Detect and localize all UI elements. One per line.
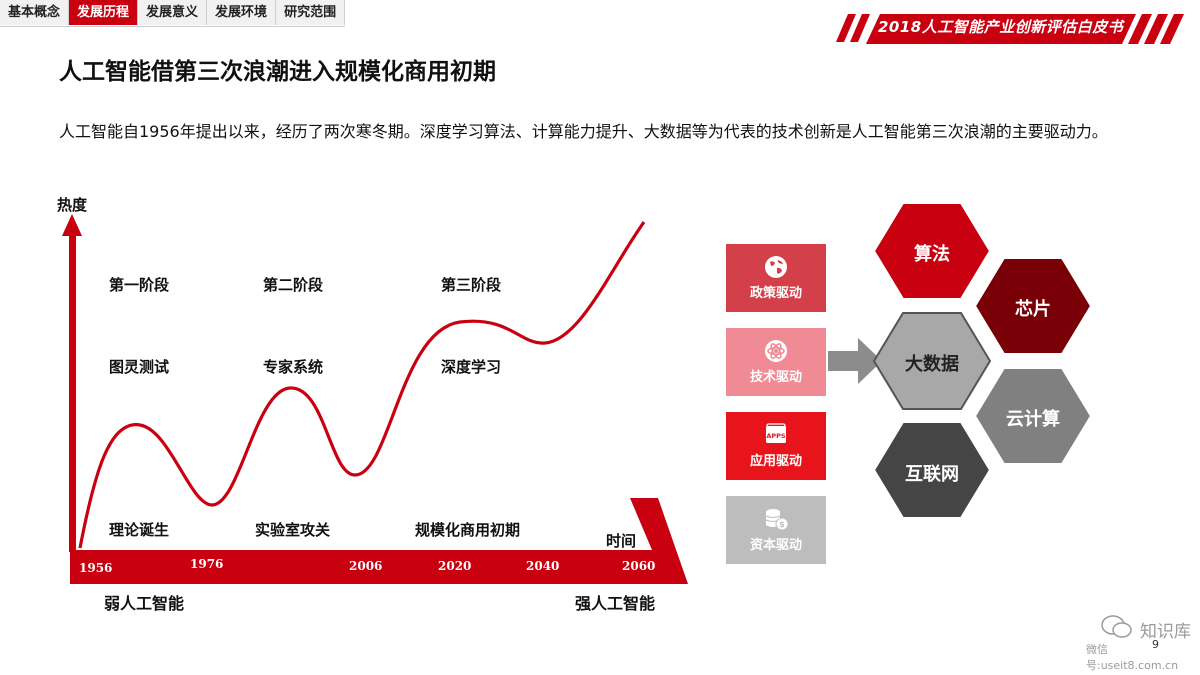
- svg-text:$: $: [779, 520, 785, 529]
- globe-icon: [765, 256, 787, 278]
- banner-title: 2018人工智能产业创新评估白皮书: [878, 18, 1124, 36]
- stage-1-label: 第一阶段: [109, 276, 170, 294]
- tab-environment[interactable]: 发展环境: [207, 0, 277, 25]
- year-2020: 2020: [438, 559, 472, 573]
- hexagon-algorithm-label: 算法: [914, 244, 950, 265]
- wechat-icon: [1101, 615, 1132, 638]
- banner-stripe-1: [836, 14, 856, 42]
- apps-icon: APPS: [766, 423, 786, 443]
- year-1976: 1976: [190, 557, 224, 571]
- strong-ai-label: 强人工智能: [575, 594, 656, 613]
- tab-significance[interactable]: 发展意义: [138, 0, 208, 25]
- milestone-expert-system: 专家系统: [263, 358, 324, 376]
- year-2006: 2006: [349, 559, 383, 573]
- milestone-deep-learning: 深度学习: [441, 358, 502, 376]
- driver-policy-label: 政策驱动: [749, 286, 802, 301]
- hexagon-chip-label: 芯片: [1015, 299, 1051, 320]
- tab-scope[interactable]: 研究范围: [276, 0, 346, 25]
- coins-icon: $: [765, 509, 789, 531]
- milestone-turing-test: 图灵测试: [109, 358, 170, 376]
- weak-ai-label: 弱人工智能: [104, 594, 185, 613]
- driver-technology-label: 技术驱动: [749, 370, 802, 385]
- tab-basic-concept[interactable]: 基本概念: [0, 0, 70, 25]
- year-2060: 2060: [622, 559, 656, 573]
- atom-icon: [765, 340, 787, 362]
- banner-stripe-4: [1144, 14, 1168, 44]
- phase-commercial-start: 规模化商用初期: [415, 521, 521, 539]
- driver-capital-label: 资本驱动: [749, 538, 802, 553]
- year-1956: 1956: [79, 561, 113, 575]
- hexagon-cloud: [973, 367, 1093, 465]
- phase-theory-birth: 理论诞生: [109, 521, 170, 539]
- driver-application-label: 应用驱动: [749, 454, 802, 469]
- driver-policy[interactable]: 政策驱动: [726, 244, 826, 312]
- watermark-name: 知识库: [1140, 622, 1191, 642]
- hexagon-chip: [973, 257, 1093, 355]
- stage-3-label: 第三阶段: [441, 276, 502, 294]
- hexagon-internet-label: 互联网: [905, 464, 959, 485]
- hexagon-bigdata-label: 大数据: [905, 354, 959, 375]
- ai-development-timeline: [62, 214, 688, 584]
- page-number: 9: [1152, 638, 1159, 651]
- hexagon-internet: [872, 421, 992, 519]
- y-axis-arrowhead: [62, 214, 82, 236]
- banner-stripe-2: [850, 14, 870, 42]
- right-arrow-icon: [828, 338, 882, 384]
- banner-stripe-5: [1160, 14, 1184, 44]
- tab-history[interactable]: 发展历程: [69, 0, 139, 25]
- y-axis-label: 热度: [57, 196, 88, 214]
- hexagon-algorithm: [872, 202, 992, 300]
- report-banner: [836, 14, 1184, 44]
- apps-icon-text: APPS: [766, 432, 786, 440]
- banner-body: [866, 14, 1136, 44]
- stage-2-label: 第二阶段: [263, 276, 324, 294]
- phase-lab-research: 实验室攻关: [255, 521, 331, 539]
- timeline-base-band: [70, 498, 688, 584]
- intro-paragraph: 人工智能自1956年提出以来，经历了两次寒冬期。深度学习算法、计算能力提升、大数…: [59, 122, 1108, 141]
- watermark-subtitle: 微信号:useit8.com.cn: [1086, 643, 1179, 672]
- year-2040: 2040: [526, 559, 560, 573]
- hexagon-bigdata: [872, 312, 992, 410]
- page-title: 人工智能借第三次浪潮进入规模化商用初期: [59, 59, 496, 85]
- hexagon-cluster: [872, 202, 1093, 519]
- hexagon-cloud-label: 云计算: [1006, 409, 1060, 430]
- y-axis-shaft: [69, 232, 76, 552]
- driver-capital[interactable]: $ 资本驱动: [726, 496, 826, 564]
- top-tab-bar: 基本概念 发展历程 发展意义 发展环境 研究范围: [0, 0, 346, 27]
- x-axis-label: 时间: [606, 532, 637, 550]
- heat-wave-curve: [78, 221, 646, 549]
- driver-application[interactable]: APPS 应用驱动: [726, 412, 826, 480]
- driver-technology[interactable]: 技术驱动: [726, 328, 826, 396]
- banner-stripe-3: [1128, 14, 1152, 44]
